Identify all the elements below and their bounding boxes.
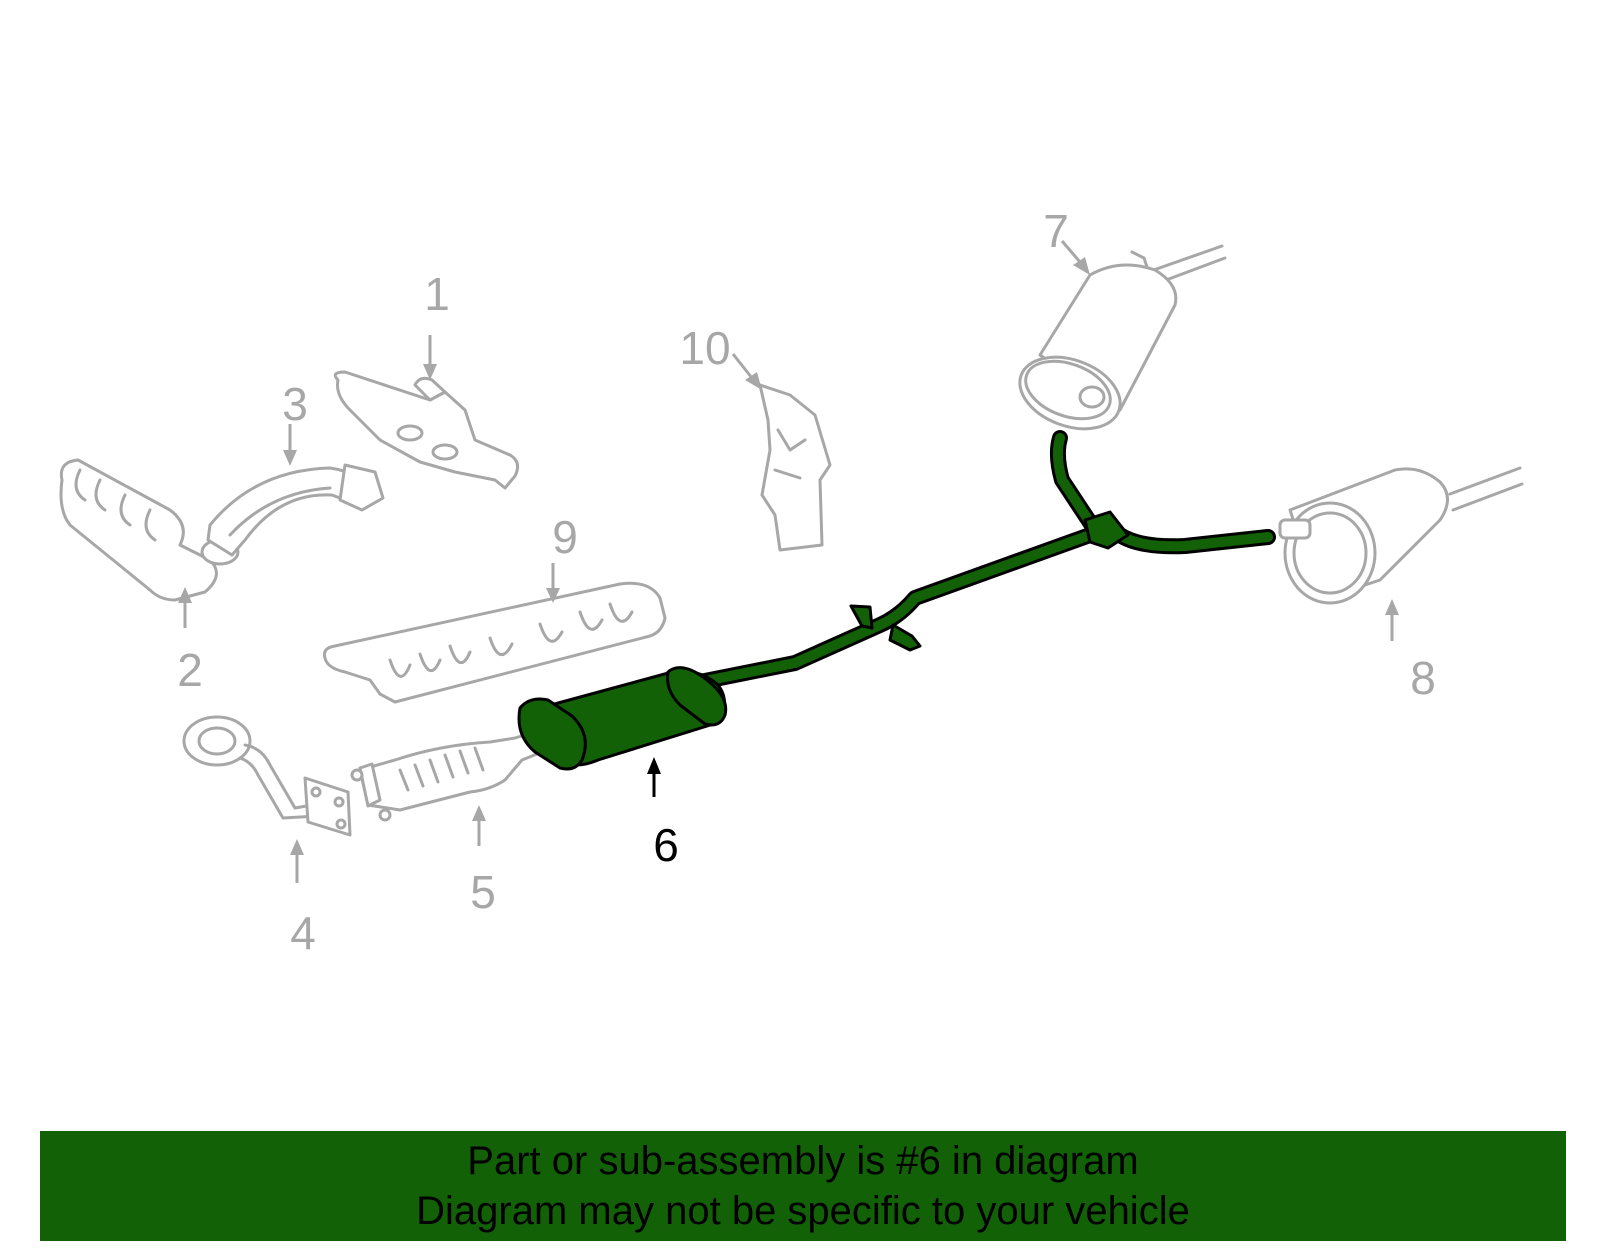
part-5-catalytic-converter [350,726,554,822]
arrow-1 [423,335,437,380]
part-1-heat-shield [333,370,520,490]
callout-9: 9 [552,511,578,563]
part-7-muffler-upper [1018,244,1227,431]
callout-7: 7 [1043,205,1069,257]
callout-4: 4 [290,907,316,959]
part-6-intermediate-pipe-resonator [517,430,1276,771]
part-10-bracket [758,383,832,552]
info-banner: Part or sub-assembly is #6 in diagram Di… [40,1131,1566,1241]
arrow-9 [546,563,560,603]
arrow-8 [1385,599,1399,641]
callout-6: 6 [653,819,679,871]
arrow-2 [178,587,192,628]
part-9-heat-shield [323,581,667,704]
callout-1: 1 [424,268,450,320]
banner-line-part-info: Part or sub-assembly is #6 in diagram [467,1139,1139,1183]
arrow-3 [283,424,297,466]
callout-5: 5 [470,866,496,918]
callout-3: 3 [282,378,308,430]
arrow-7 [1060,240,1090,275]
part-3-crossover-pipe [206,463,385,557]
banner-line-disclaimer: Diagram may not be specific to your vehi… [416,1189,1190,1233]
callout-2: 2 [177,644,203,696]
arrow-4 [290,839,304,883]
part-4-front-pipe [182,715,352,837]
arrow-5 [472,805,486,846]
callout-10: 10 [679,322,730,374]
arrow-10 [731,353,762,390]
part-8-muffler-lower [1278,466,1524,605]
arrow-6 [647,757,661,797]
callout-8: 8 [1410,652,1436,704]
